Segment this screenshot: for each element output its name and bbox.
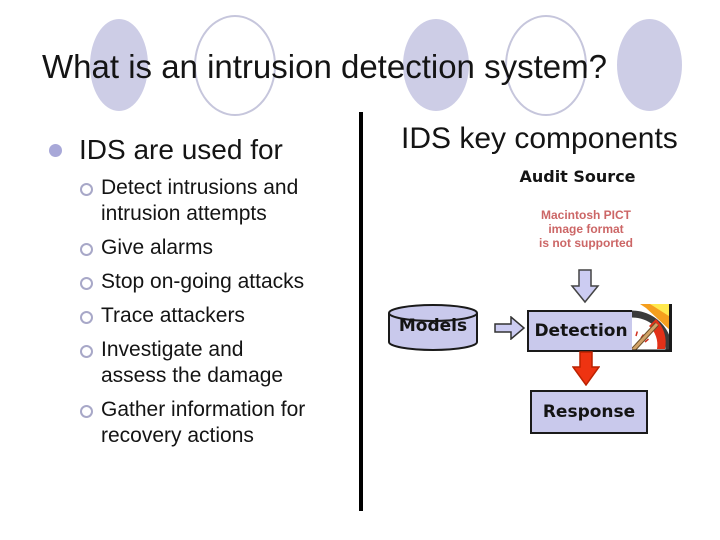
right-arrow-icon [494, 316, 526, 340]
left-bullet-panel: IDS are used for Detect intrusions and i… [42, 134, 342, 457]
filled-bullet-icon [49, 144, 62, 157]
list-item: Gather information for recovery actions [80, 397, 342, 449]
models-cylinder: Models [387, 303, 479, 352]
list-item: Investigate and assess the damage [80, 337, 342, 389]
decorative-circle [194, 15, 276, 116]
list-item-text: Trace attackers [101, 304, 245, 327]
list-item-text: Detect intrusions and intrusion attempts [101, 176, 299, 225]
down-arrow-icon [570, 269, 600, 304]
slide-title: What is an intrusion detection system? [42, 48, 607, 85]
circle-bullet-icon [80, 345, 93, 358]
list-item: Give alarms [80, 235, 342, 261]
sub-bullet-list: Detect intrusions and intrusion attempts… [42, 175, 342, 449]
circle-bullet-icon [80, 311, 93, 324]
list-item-text: Investigate and assess the damage [101, 338, 284, 387]
pict-notice-line: is not supported [539, 236, 633, 250]
response-box: Response [530, 390, 648, 434]
detection-label: Detection [534, 321, 628, 341]
bullet-heading: IDS are used for [79, 134, 283, 165]
list-item-text: Stop on-going attacks [101, 270, 305, 293]
right-panel-heading: IDS key components [401, 122, 678, 155]
pict-placeholder-notice: Macintosh PICT image format is not suppo… [480, 208, 692, 250]
decorative-circle [505, 15, 587, 116]
vertical-divider [359, 112, 363, 511]
gauge-icon [632, 304, 672, 352]
models-label: Models [398, 316, 468, 336]
circle-bullet-icon [80, 183, 93, 196]
bullet-heading-row: IDS are used for [42, 134, 342, 166]
red-down-arrow-icon [572, 351, 600, 386]
pict-notice-line: Macintosh PICT [540, 208, 631, 222]
list-item: Detect intrusions and intrusion attempts [80, 175, 342, 227]
response-label: Response [542, 402, 636, 422]
audit-source-label: Audit Source [519, 167, 636, 186]
list-item-text: Gather information for recovery actions [101, 398, 306, 447]
circle-bullet-icon [80, 243, 93, 256]
cylinder-icon [388, 304, 478, 351]
list-item: Stop on-going attacks [80, 269, 342, 295]
decorative-circle [90, 19, 148, 111]
pict-notice-line: image format [548, 222, 624, 236]
circle-bullet-icon [80, 405, 93, 418]
decorative-circle [617, 19, 682, 111]
detection-box: Detection [527, 310, 635, 352]
list-item: Trace attackers [80, 303, 342, 329]
decorative-circle [403, 19, 469, 111]
list-item-text: Give alarms [101, 236, 214, 259]
circle-bullet-icon [80, 277, 93, 290]
